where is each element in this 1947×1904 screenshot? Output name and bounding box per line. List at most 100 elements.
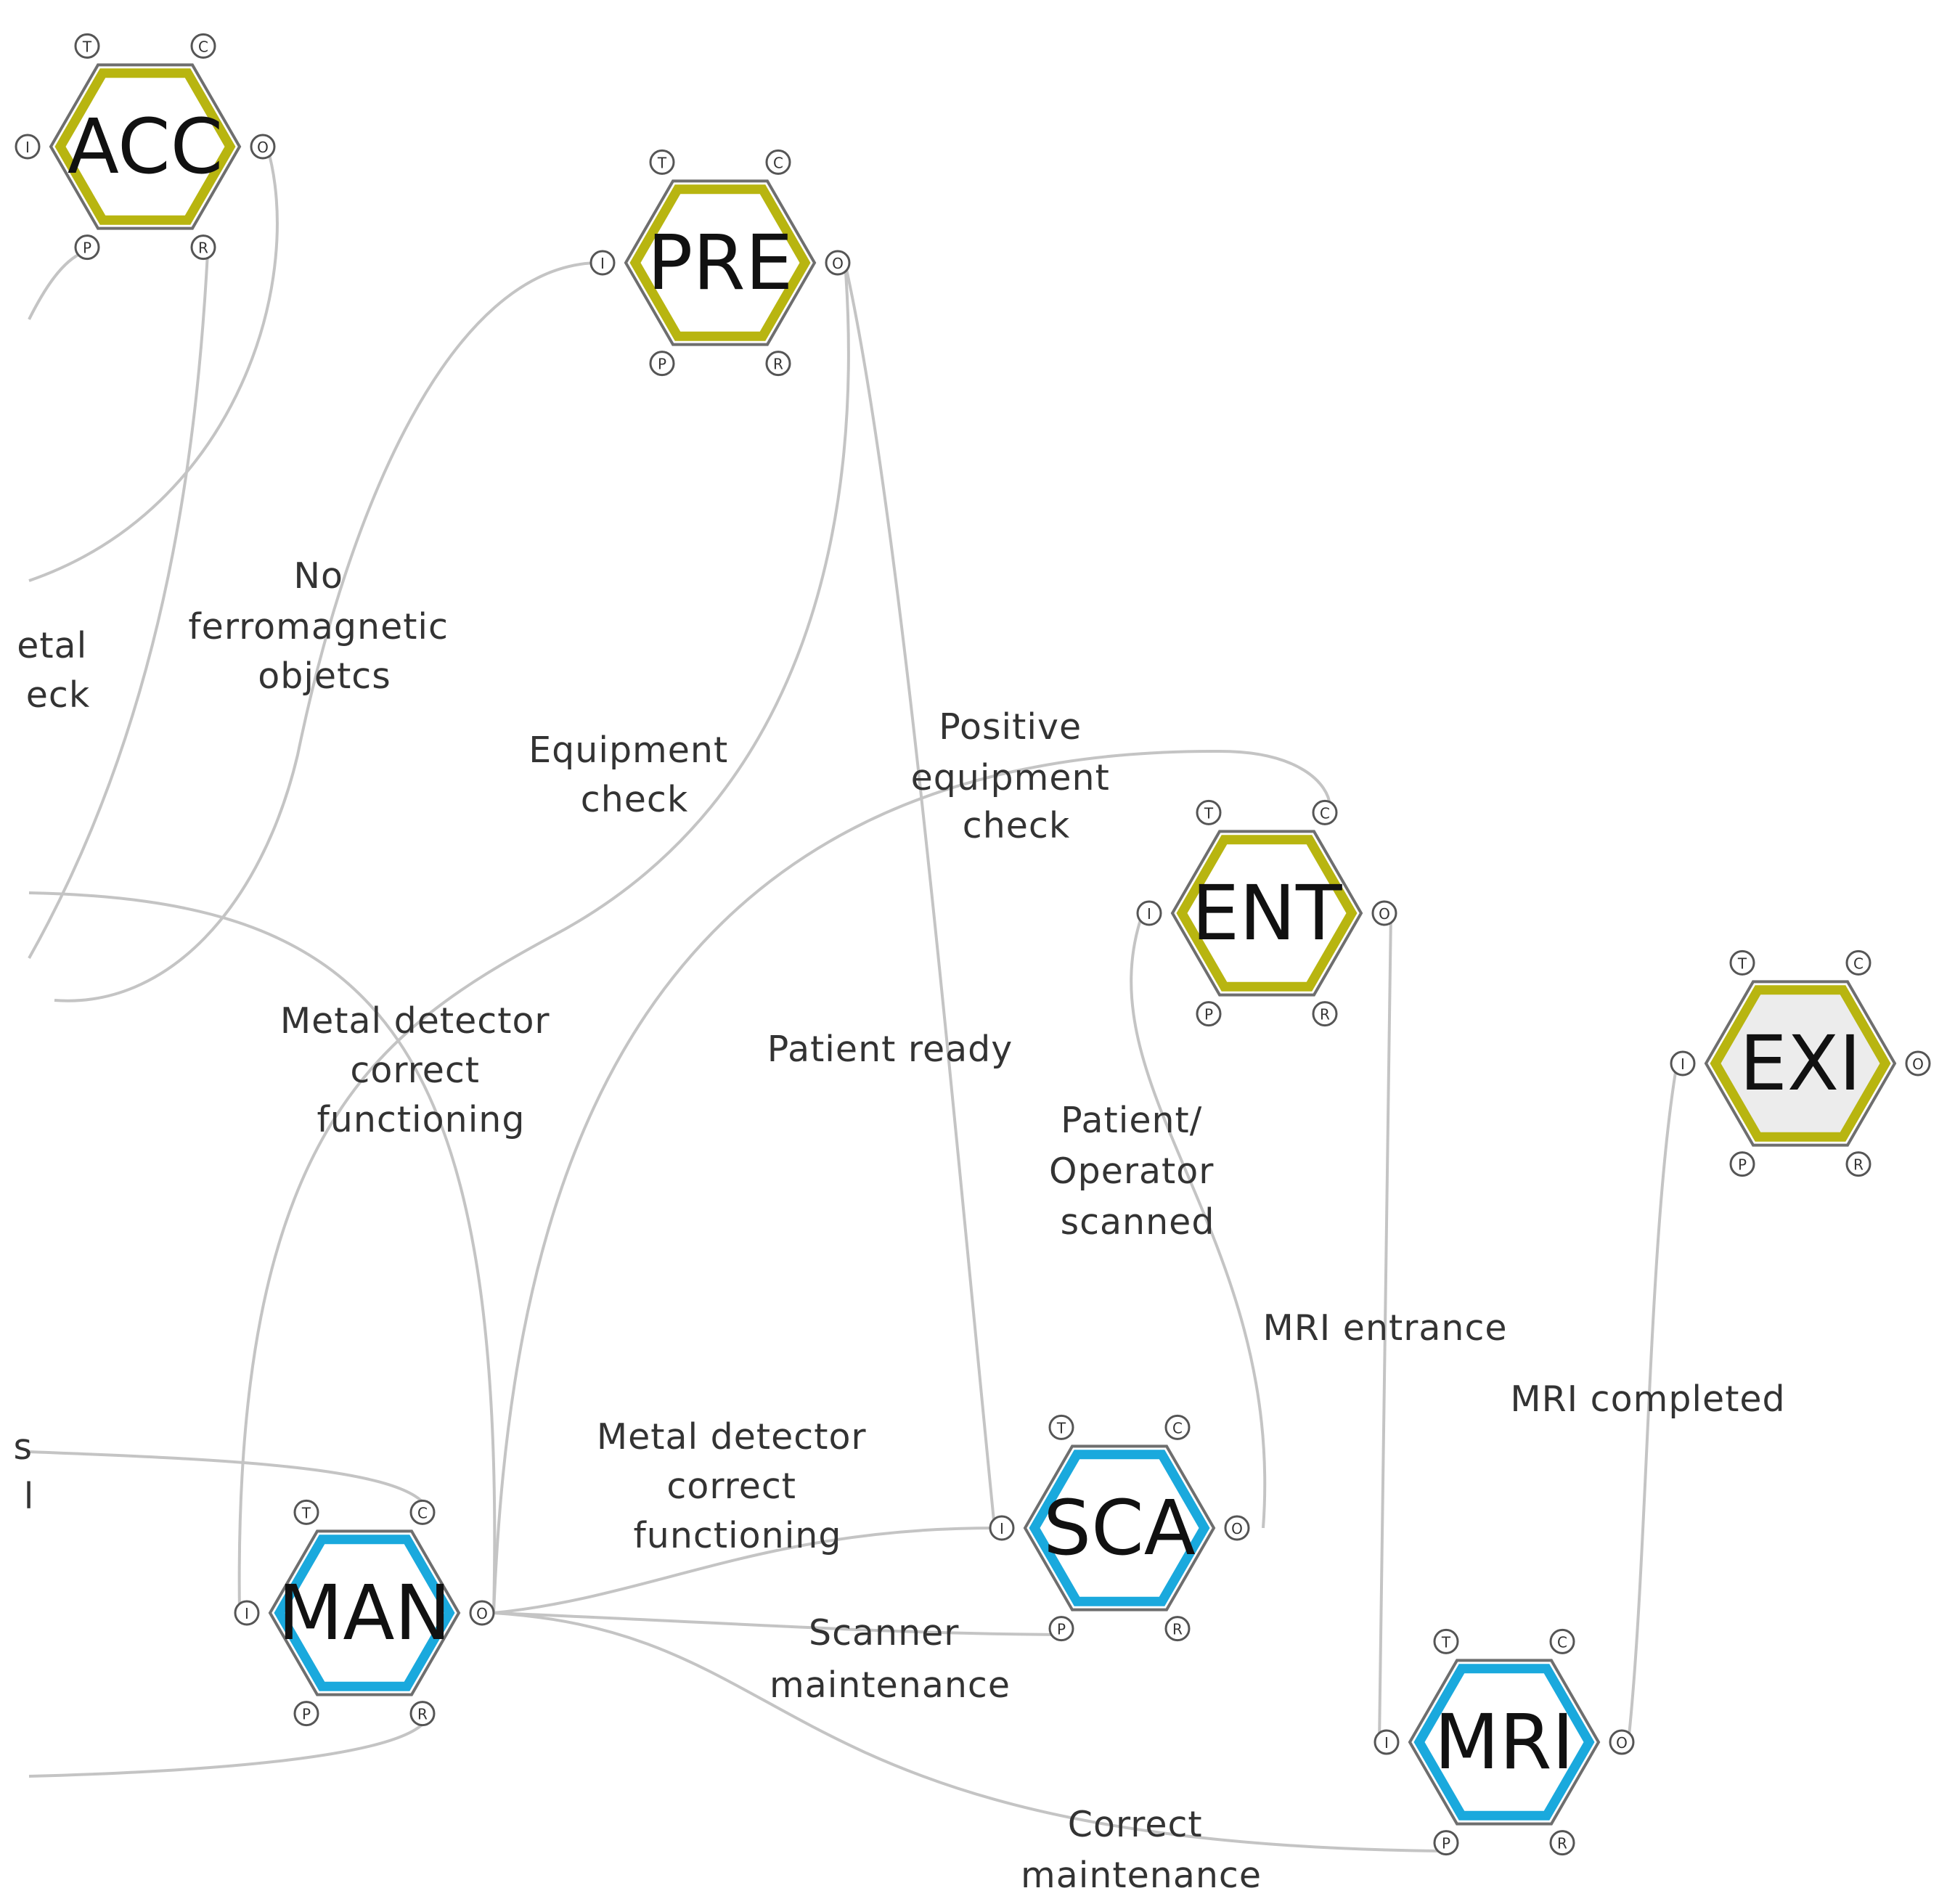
function-exi-port-control[interactable]: C <box>1845 949 1872 976</box>
function-pre-port-resource[interactable]: R <box>765 351 791 377</box>
function-pre-hexagon-outline <box>624 179 817 346</box>
function-man-port-control[interactable]: C <box>409 1499 436 1525</box>
port-letter: P <box>1442 1835 1450 1852</box>
function-sca-port-time[interactable]: T <box>1048 1414 1074 1440</box>
function-acc-port-precondition[interactable]: P <box>74 234 100 261</box>
port-letter: T <box>657 154 667 171</box>
function-mri-port-output[interactable]: O <box>1609 1729 1635 1755</box>
edge-scanner-maintenance <box>493 1611 1059 1636</box>
function-sca-port-resource[interactable]: R <box>1164 1616 1191 1642</box>
function-mri-port-precondition[interactable]: P <box>1433 1830 1459 1856</box>
edge-patient-ready <box>844 262 996 1529</box>
function-sca-port-precondition[interactable]: P <box>1048 1616 1074 1642</box>
port-circle <box>1729 949 1755 976</box>
port-circle <box>1905 1050 1931 1076</box>
function-acc-hexagon <box>54 68 236 225</box>
function-man-label: MAN <box>278 1569 452 1657</box>
port-letter: C <box>1320 804 1330 822</box>
function-mri-port-resource[interactable]: R <box>1549 1830 1575 1856</box>
function-acc-port-resource[interactable]: R <box>190 234 216 261</box>
function-mri-port-control[interactable]: C <box>1549 1628 1575 1654</box>
port-letter: O <box>476 1605 488 1622</box>
function-pre-port-time[interactable]: T <box>649 149 675 175</box>
function-exi-ports: T C O R P I <box>1670 949 1931 1177</box>
function-sca-port-control[interactable]: C <box>1164 1414 1191 1440</box>
port-letter: I <box>1000 1520 1004 1537</box>
port-circle <box>293 1701 319 1727</box>
port-letter: T <box>1441 1633 1451 1651</box>
port-letter: R <box>1320 1006 1330 1023</box>
edge-mri-completed <box>1627 1063 1678 1743</box>
function-pre-port-control[interactable]: C <box>765 149 791 175</box>
function-acc-ports: T C O R P I <box>15 33 276 261</box>
port-letter: T <box>301 1504 311 1521</box>
function-man-port-input[interactable]: I <box>234 1600 260 1626</box>
function-exi-port-resource[interactable]: R <box>1845 1151 1872 1177</box>
port-letter: P <box>1738 1156 1747 1174</box>
function-ent-port-precondition[interactable]: P <box>1196 1001 1222 1027</box>
edge-correct-maintenance <box>493 1611 1442 1852</box>
function-exi-port-time[interactable]: T <box>1729 949 1755 976</box>
function-exi-hexagon-outline <box>1704 980 1897 1147</box>
port-letter: I <box>1147 905 1151 923</box>
edge-layer <box>28 146 1678 1852</box>
function-pre-port-output[interactable]: O <box>825 250 851 276</box>
function-ent-port-output[interactable]: O <box>1371 900 1397 926</box>
port-circle <box>74 234 100 261</box>
function-exi-port-precondition[interactable]: P <box>1729 1151 1755 1177</box>
port-circle <box>1609 1729 1635 1755</box>
function-acc-port-input[interactable]: I <box>15 134 41 160</box>
function-sca-port-output[interactable]: O <box>1224 1515 1250 1541</box>
function-acc-port-time[interactable]: T <box>74 33 100 59</box>
port-circle <box>649 351 675 377</box>
edge-left-to-man <box>28 891 497 1614</box>
port-circle <box>825 250 851 276</box>
port-circle <box>469 1600 495 1626</box>
port-letter: O <box>1379 905 1390 923</box>
port-circle <box>190 234 216 261</box>
function-exi-port-output[interactable]: O <box>1905 1050 1931 1076</box>
function-man-port-output[interactable]: O <box>469 1600 495 1626</box>
port-letter: I <box>1384 1734 1389 1752</box>
function-man-port-precondition[interactable]: P <box>293 1701 319 1727</box>
function-pre-port-precondition[interactable]: P <box>649 351 675 377</box>
function-mri-port-input[interactable]: I <box>1373 1729 1400 1755</box>
port-letter: P <box>302 1706 311 1723</box>
port-circle <box>409 1701 436 1727</box>
function-ent-port-resource[interactable]: R <box>1312 1001 1338 1027</box>
function-man-ports: T C O R P I <box>234 1499 495 1727</box>
port-letter: C <box>773 154 783 171</box>
function-acc-port-control[interactable]: C <box>190 33 216 59</box>
function-ent-port-control[interactable]: C <box>1312 799 1338 825</box>
function-sca-hexagon-outline <box>1023 1445 1216 1611</box>
function-acc-port-output[interactable]: O <box>250 134 276 160</box>
function-sca-port-input[interactable]: I <box>989 1515 1015 1541</box>
label-patient-operator-scanned: Patient/ Operator scanned <box>1049 1100 1226 1243</box>
function-man-port-time[interactable]: T <box>293 1499 319 1525</box>
function-ent-port-time[interactable]: T <box>1196 799 1222 825</box>
function-mri-port-time[interactable]: T <box>1433 1628 1459 1654</box>
edge-acc-resource <box>28 252 209 959</box>
function-exi-port-input[interactable]: I <box>1670 1050 1696 1076</box>
port-letter: T <box>82 38 92 55</box>
function-ent-port-input[interactable]: I <box>1136 900 1162 926</box>
function-pre-ports: T C O R P I <box>589 149 851 377</box>
port-circle <box>1670 1050 1696 1076</box>
function-pre-port-input[interactable]: I <box>589 250 616 276</box>
port-letter: O <box>832 255 844 272</box>
port-letter: R <box>1172 1621 1183 1638</box>
label-cut-s: s l <box>13 1426 44 1517</box>
function-ent-hexagon-outline <box>1170 830 1363 997</box>
label-no-ferromagnetic: No ferromagnetic objetcs <box>188 555 460 697</box>
function-man-port-resource[interactable]: R <box>409 1701 436 1727</box>
edge-left-to-man-control <box>28 1450 428 1508</box>
function-man[interactable]: MAN T C O R P I <box>234 1499 495 1727</box>
